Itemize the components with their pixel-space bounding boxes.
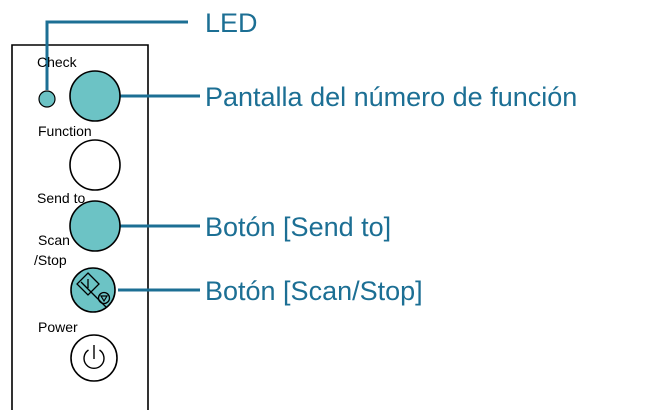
function-label: Function — [38, 123, 92, 139]
led-callout: LED — [205, 8, 258, 38]
led-indicator — [38, 90, 56, 108]
stop-triangle-icon — [99, 295, 109, 303]
stop-circle-icon — [97, 291, 111, 305]
send-to-label: Send to — [37, 190, 85, 206]
function-display-callout: Pantalla del número de función — [205, 82, 577, 112]
function-button[interactable] — [69, 139, 121, 191]
power-arc-icon — [83, 349, 105, 370]
send-to-button[interactable] — [69, 200, 121, 252]
power-icon — [83, 345, 105, 370]
scan-label: Scan — [38, 232, 70, 248]
stop-label: /Stop — [34, 252, 67, 268]
start-diamond-icon — [76, 272, 100, 296]
function-number-display — [69, 70, 121, 122]
led-leader-line — [45, 20, 188, 90]
send-to-callout: Botón [Send to] — [205, 212, 391, 242]
scan-stop-button[interactable] — [70, 267, 116, 313]
power-label: Power — [38, 319, 78, 335]
scan-stop-callout: Botón [Scan/Stop] — [205, 276, 423, 306]
power-button[interactable] — [70, 334, 118, 382]
check-label: Check — [37, 54, 78, 70]
scan-stop-icon — [76, 272, 111, 308]
